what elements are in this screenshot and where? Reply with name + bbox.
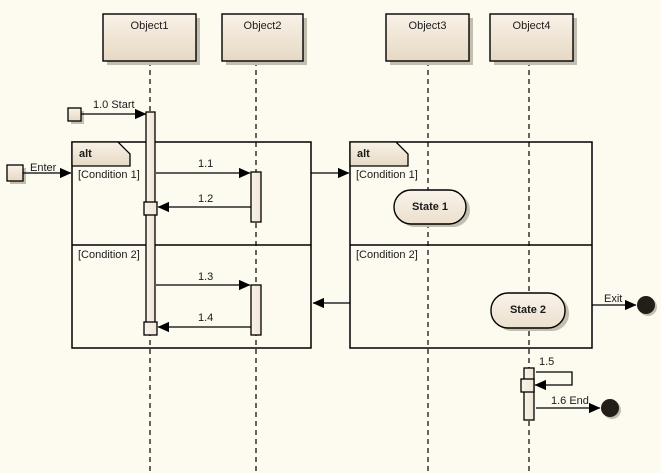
end-final-node[interactable] [601,399,619,417]
message-arrows [23,108,637,414]
activation-object2-lower[interactable] [250,284,262,336]
state-1-node[interactable] [393,189,467,225]
alt-frame-left-tag-pentagon [71,141,131,167]
self-message-arrow-1-5[interactable] [534,371,573,391]
message-label-1-3: 1.3 [198,271,214,283]
state-2-node[interactable] [490,292,566,329]
activation-object4-return[interactable] [520,378,535,393]
guard-left-condition-2: [Condition 2] [78,249,140,261]
entry-points [6,107,84,184]
message-label-enter: Enter [30,162,57,174]
lifeline-head-object4[interactable] [489,13,574,62]
lifeline-head-object3[interactable] [385,13,470,62]
message-label-1-1: 1.1 [198,158,214,170]
alt-frame-right-tag-pentagon [349,141,409,167]
lifeline-lines [149,61,530,471]
guard-right-condition-1: [Condition 1] [356,169,418,181]
lifeline-label-object4: Object4 [512,20,551,32]
activation-object1-return-1[interactable] [143,201,158,216]
lifeline-head-object2[interactable] [221,13,304,62]
lifeline-label-object1: Object1 [130,20,169,32]
start-entry-point[interactable] [67,107,82,122]
message-label-start: 1.0 Start [93,99,135,111]
combined-fragment-alt-left[interactable] [71,141,312,349]
message-label-1-4: 1.4 [198,312,214,324]
alt-tag-left: alt [79,148,92,160]
lifeline-label-object2: Object2 [243,20,282,32]
message-label-1-2: 1.2 [198,193,214,205]
message-label-1-5: 1.5 [539,356,555,368]
state-nodes [393,189,569,331]
exit-final-node[interactable] [637,296,655,314]
lifeline-head-object1[interactable] [102,13,197,62]
message-label-exit: Exit [604,293,623,305]
activation-object2-upper[interactable] [250,171,262,223]
enter-entry-point[interactable] [6,164,24,182]
lifeline-label-object3: Object3 [408,20,447,32]
final-nodes [601,296,657,419]
guard-left-condition-1: [Condition 1] [78,169,140,181]
activation-object1-return-2[interactable] [143,321,158,336]
state-1-label: State 1 [411,201,449,213]
activation-object4-bottom[interactable] [523,367,535,421]
lifeline-heads [102,13,577,65]
state-2-label: State 2 [509,304,547,316]
activation-object1-main[interactable] [145,111,156,333]
alt-tag-right: alt [357,148,370,160]
activation-bars [143,111,535,421]
combined-fragment-alt-right[interactable] [349,141,593,349]
guard-right-condition-2: [Condition 2] [356,249,418,261]
message-label-1-6: 1.6 End [551,395,589,407]
